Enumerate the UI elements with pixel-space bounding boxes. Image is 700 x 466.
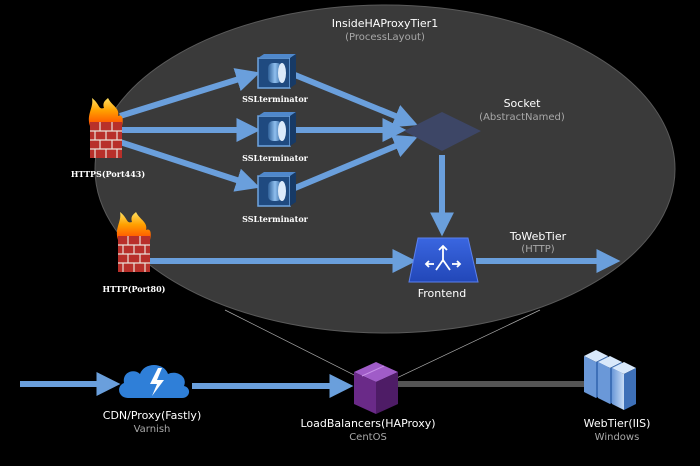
arrow-ssl3-socket <box>293 134 418 191</box>
container-link-right <box>383 309 541 385</box>
cdn-label: CDN/Proxy(Fastly) <box>103 409 201 422</box>
ssl-cylinder-icon <box>257 54 296 89</box>
flow-arrows <box>119 68 621 273</box>
bottom-flow-arrows <box>20 372 354 398</box>
purple-box-icon <box>354 362 398 414</box>
towebtier-sublabel: (HTTP) <box>521 244 554 255</box>
ssl-terminator-3-label: SSLterminator <box>242 214 309 224</box>
firewall-fire-icon <box>116 212 151 272</box>
diamond-icon <box>404 112 481 151</box>
container-title: InsideHAProxyTier1 <box>332 17 438 30</box>
https-label: HTTPS(Port443) <box>71 169 146 179</box>
container-link-left <box>224 309 373 385</box>
webtier-sublabel: Windows <box>595 432 640 443</box>
cdn-sublabel: Varnish <box>134 424 171 435</box>
ssl-terminator-1-label: SSLterminator <box>242 94 309 104</box>
webtier-label: WebTier(IIS) <box>584 417 651 430</box>
process-layout-container <box>94 4 676 334</box>
arrow-https-ssl1 <box>119 68 261 119</box>
socket-sublabel: (AbstractNamed) <box>479 112 565 123</box>
ssl-cylinder-icon <box>257 112 296 147</box>
socket-label: Socket <box>504 97 542 110</box>
lightning-glyph <box>150 368 164 396</box>
lb-node <box>354 362 398 414</box>
frontend-label: Frontend <box>418 287 467 300</box>
ssl-terminator-2-label: SSLterminator <box>242 153 309 163</box>
lb-sublabel: CentOS <box>349 432 387 443</box>
frontend-node <box>408 237 479 283</box>
arrow-ssl1-socket <box>293 72 418 128</box>
ssl-terminator-3 <box>257 172 296 207</box>
frontend-split-glyph <box>424 244 462 271</box>
towebtier-label: ToWebTier <box>509 230 567 243</box>
arrow-https-ssl3 <box>119 139 260 192</box>
ssl-cylinder-icon <box>257 172 296 207</box>
http-label: HTTP(Port80) <box>103 284 166 294</box>
server-stack-icon <box>584 350 636 410</box>
cdn-node <box>119 365 190 398</box>
ssl-terminator-2 <box>257 112 296 147</box>
ssl-terminator-1 <box>257 54 296 89</box>
firewall-fire-icon <box>88 98 123 158</box>
container-subtitle: (ProcessLayout) <box>345 32 425 43</box>
lb-label: LoadBalancers(HAProxy) <box>300 417 435 430</box>
